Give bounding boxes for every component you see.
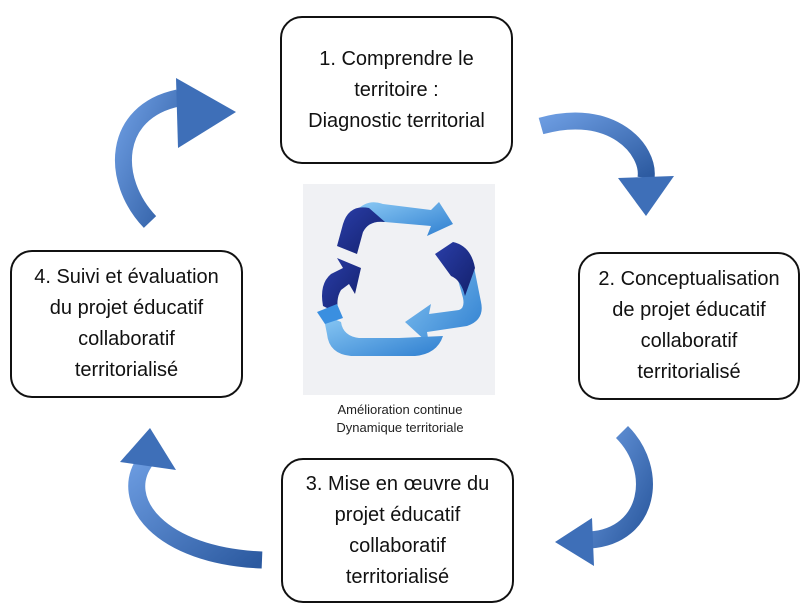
step-1-box: 1. Comprendre le territoire : Diagnostic…: [280, 16, 513, 164]
step-2-box: 2. Conceptualisation de projet éducatif …: [578, 252, 800, 400]
center-panel: [303, 184, 495, 395]
step-2-label: 2. Conceptualisation de projet éducatif …: [598, 268, 780, 383]
arrow-step1-to-step2: [538, 112, 674, 216]
step-1-label: 1. Comprendre le territoire : Diagnostic…: [308, 47, 485, 132]
arrow-step2-to-step3: [555, 425, 653, 566]
arrow-step4-to-step1: [114, 78, 236, 228]
caption-line-2: Dynamique territoriale: [336, 420, 464, 435]
center-caption: Amélioration continue Dynamique territor…: [290, 401, 510, 437]
step-3-box: 3. Mise en œuvre du projet éducatif coll…: [281, 458, 514, 603]
step-3-label: 3. Mise en œuvre du projet éducatif coll…: [305, 472, 490, 588]
arrow-step3-to-step4: [120, 428, 263, 569]
recycle-icon: [317, 202, 482, 356]
step-4-label: 4. Suivi et évaluation du projet éducati…: [34, 266, 219, 381]
step-4-box: 4. Suivi et évaluation du projet éducati…: [10, 250, 243, 398]
caption-line-1: Amélioration continue: [337, 402, 463, 417]
